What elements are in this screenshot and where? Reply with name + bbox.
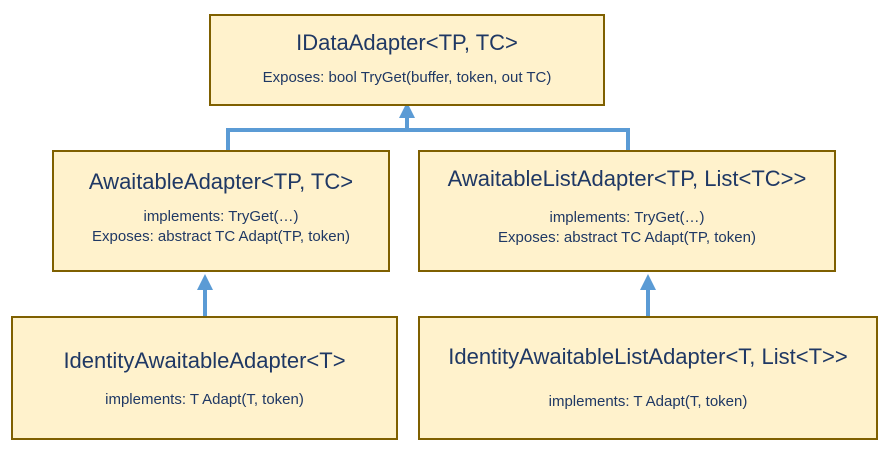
edge-awaitablelist-to-idataadapter	[407, 128, 630, 150]
edge-awaitable-to-idataadapter	[226, 102, 415, 150]
node-awaitableadapter: AwaitableAdapter<TP, TC> implements: Try…	[52, 150, 390, 272]
node-identityawaitablelistadapter: IdentityAwaitableListAdapter<T, List<T>>…	[418, 316, 878, 440]
node-title: AwaitableListAdapter<TP, List<TC>>	[447, 166, 807, 191]
node-line: implements: T Adapt(T, token)	[548, 393, 748, 410]
node-awaitablelistadapter: AwaitableListAdapter<TP, List<TC>> imple…	[418, 150, 836, 272]
node-title: IDataAdapter<TP, TC>	[296, 30, 518, 55]
node-title: IdentityAwaitableAdapter<T>	[63, 348, 346, 373]
node-line: Exposes: bool TryGet(buffer, token, out …	[262, 69, 552, 86]
node-line: implements: TryGet(…)	[549, 209, 705, 226]
node-line: implements: T Adapt(T, token)	[105, 391, 304, 408]
node-title: AwaitableAdapter<TP, TC>	[88, 169, 354, 194]
node-line: implements: TryGet(…)	[143, 208, 299, 225]
node-idataadapter: IDataAdapter<TP, TC> Exposes: bool TryGe…	[209, 14, 605, 106]
node-line: Exposes: abstract TC Adapt(TP, token)	[92, 228, 350, 245]
node-title: IdentityAwaitableListAdapter<T, List<T>>	[448, 344, 848, 369]
node-identityawaitableadapter: IdentityAwaitableAdapter<T> implements: …	[11, 316, 398, 440]
node-line: Exposes: abstract TC Adapt(TP, token)	[498, 229, 756, 246]
